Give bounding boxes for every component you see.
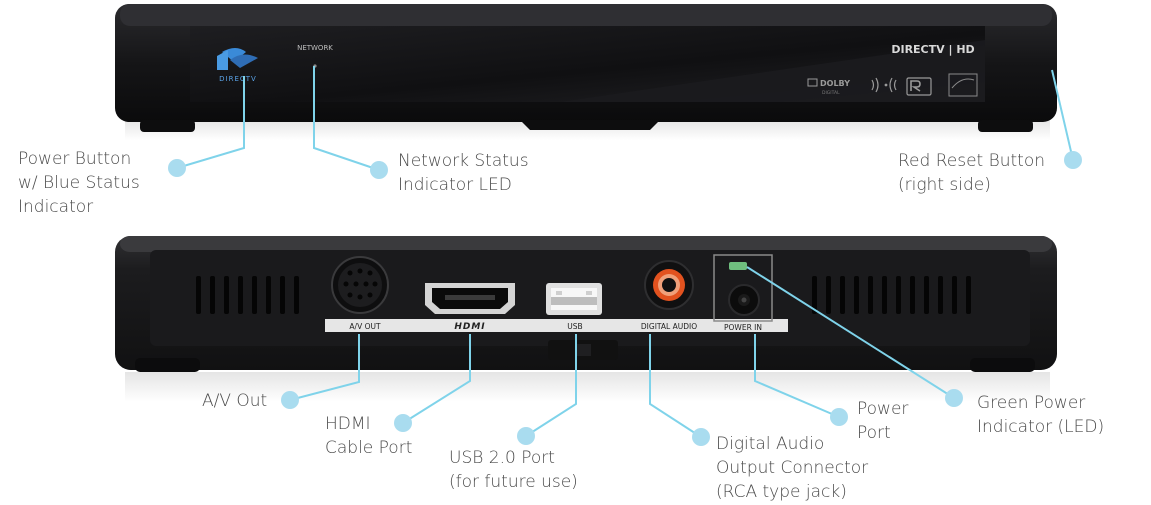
- callout-line: Green Power: [977, 393, 1086, 413]
- callout-line: USB 2.0 Port: [449, 448, 555, 468]
- callout-power-port: Power Port: [857, 397, 908, 445]
- callout-power-button: Power Button w/ Blue Status Indicator: [18, 147, 140, 219]
- dolby-badge-text: DOLBY: [820, 79, 850, 88]
- callout-line: Cable Port: [325, 438, 413, 458]
- model-badge: DIRECTV | HD: [891, 43, 974, 56]
- usb-port: [546, 283, 602, 315]
- callout-dots: [168, 151, 1082, 446]
- dot-reset-button: [1064, 151, 1082, 169]
- callout-line: Indicator: [18, 197, 94, 217]
- callout-line: A/V Out: [202, 391, 268, 411]
- av-out-port: [331, 256, 389, 314]
- leader-lines: [176, 66, 1074, 438]
- callout-line: Indicator (LED): [977, 417, 1105, 437]
- dot-power-port: [830, 408, 848, 426]
- dolby-icon: [807, 78, 818, 87]
- callout-line: Power: [857, 399, 909, 419]
- front-unit: DIRECTV NETWORK DIRECTV | HD DOLBY DIGIT…: [115, 4, 1057, 140]
- callout-line: (for future use): [449, 472, 578, 492]
- digital-audio-rca-port: [644, 260, 694, 310]
- front-top-edge: [120, 4, 1052, 26]
- callout-line: Indicator LED: [398, 175, 512, 195]
- callout-usb: USB 2.0 Port (for future use): [449, 446, 578, 494]
- leader-green-led: [746, 266, 955, 399]
- callout-av-out: A/V Out: [202, 389, 267, 413]
- dot-usb: [517, 427, 535, 445]
- brand-logo-text: DIRECTV: [219, 75, 257, 83]
- callout-line: (RCA type jack): [716, 482, 847, 502]
- rear-unit: A/V OUT HDMI USB DIGITAL AUDIO POWER IN: [115, 236, 1057, 402]
- dot-av-out: [281, 391, 299, 409]
- port-label-av-out: A/V OUT: [349, 322, 381, 331]
- port-label-usb: USB: [567, 322, 582, 331]
- dot-green-led: [945, 389, 963, 407]
- callout-line: Red Reset Button: [898, 151, 1046, 171]
- leader-reset-button: [1051, 69, 1074, 161]
- rear-top-edge: [120, 236, 1052, 252]
- certification-badges: DOLBY DIGITAL: [807, 73, 978, 97]
- hdmi-port: [425, 283, 515, 314]
- network-label: NETWORK: [297, 44, 333, 52]
- callout-reset-button: Red Reset Button (right side): [898, 149, 1045, 197]
- leader-usb: [525, 334, 577, 437]
- callout-digital-audio: Digital Audio Output Connector (RCA type…: [716, 432, 868, 504]
- leader-av-out: [289, 334, 360, 401]
- vent-grille-left: [196, 276, 299, 314]
- energy-star-icon: [948, 73, 978, 97]
- dot-digital-audio: [692, 428, 710, 446]
- port-label-digital-audio: DIGITAL AUDIO: [641, 322, 697, 331]
- power-in-section: [713, 254, 773, 322]
- green-power-led: [729, 262, 747, 270]
- callout-line: Port: [857, 423, 891, 443]
- leader-digital-audio: [649, 334, 702, 438]
- wireless-remote-icon: [871, 77, 897, 93]
- leader-power-port: [754, 334, 840, 418]
- rear-foot-right: [970, 358, 1035, 372]
- leader-hdmi: [402, 334, 471, 424]
- callout-green-led: Green Power Indicator (LED): [977, 391, 1104, 439]
- callout-line: Network Status: [398, 151, 529, 171]
- callout-line: Digital Audio: [716, 434, 825, 454]
- callout-line: HDMI: [325, 414, 371, 434]
- vent-grille-right: [812, 276, 971, 314]
- port-label-power-in: POWER IN: [724, 323, 762, 332]
- front-foot-left: [140, 120, 195, 132]
- callout-line: (right side): [898, 175, 991, 195]
- dot-power-button: [168, 159, 186, 177]
- directv-logo: DIRECTV: [217, 48, 258, 83]
- leader-network-led: [313, 66, 380, 171]
- dot-hdmi: [394, 414, 412, 432]
- port-label-hdmi: HDMI: [454, 322, 485, 332]
- callout-hdmi: HDMI Cable Port: [325, 412, 412, 460]
- port-label-strip: [325, 319, 788, 332]
- leader-power-button: [176, 76, 245, 169]
- callout-line: Output Connector: [716, 458, 869, 478]
- rvu-icon: [906, 77, 932, 96]
- callout-line: w/ Blue Status: [18, 173, 140, 193]
- callout-network-led: Network Status Indicator LED: [398, 149, 529, 197]
- dolby-badge-subtext: DIGITAL: [822, 90, 840, 96]
- rear-foot-left: [135, 358, 200, 372]
- front-foot-right: [978, 120, 1033, 132]
- dot-network-led: [370, 161, 388, 179]
- front-center-base: [520, 120, 660, 130]
- callout-line: Power Button: [18, 149, 132, 169]
